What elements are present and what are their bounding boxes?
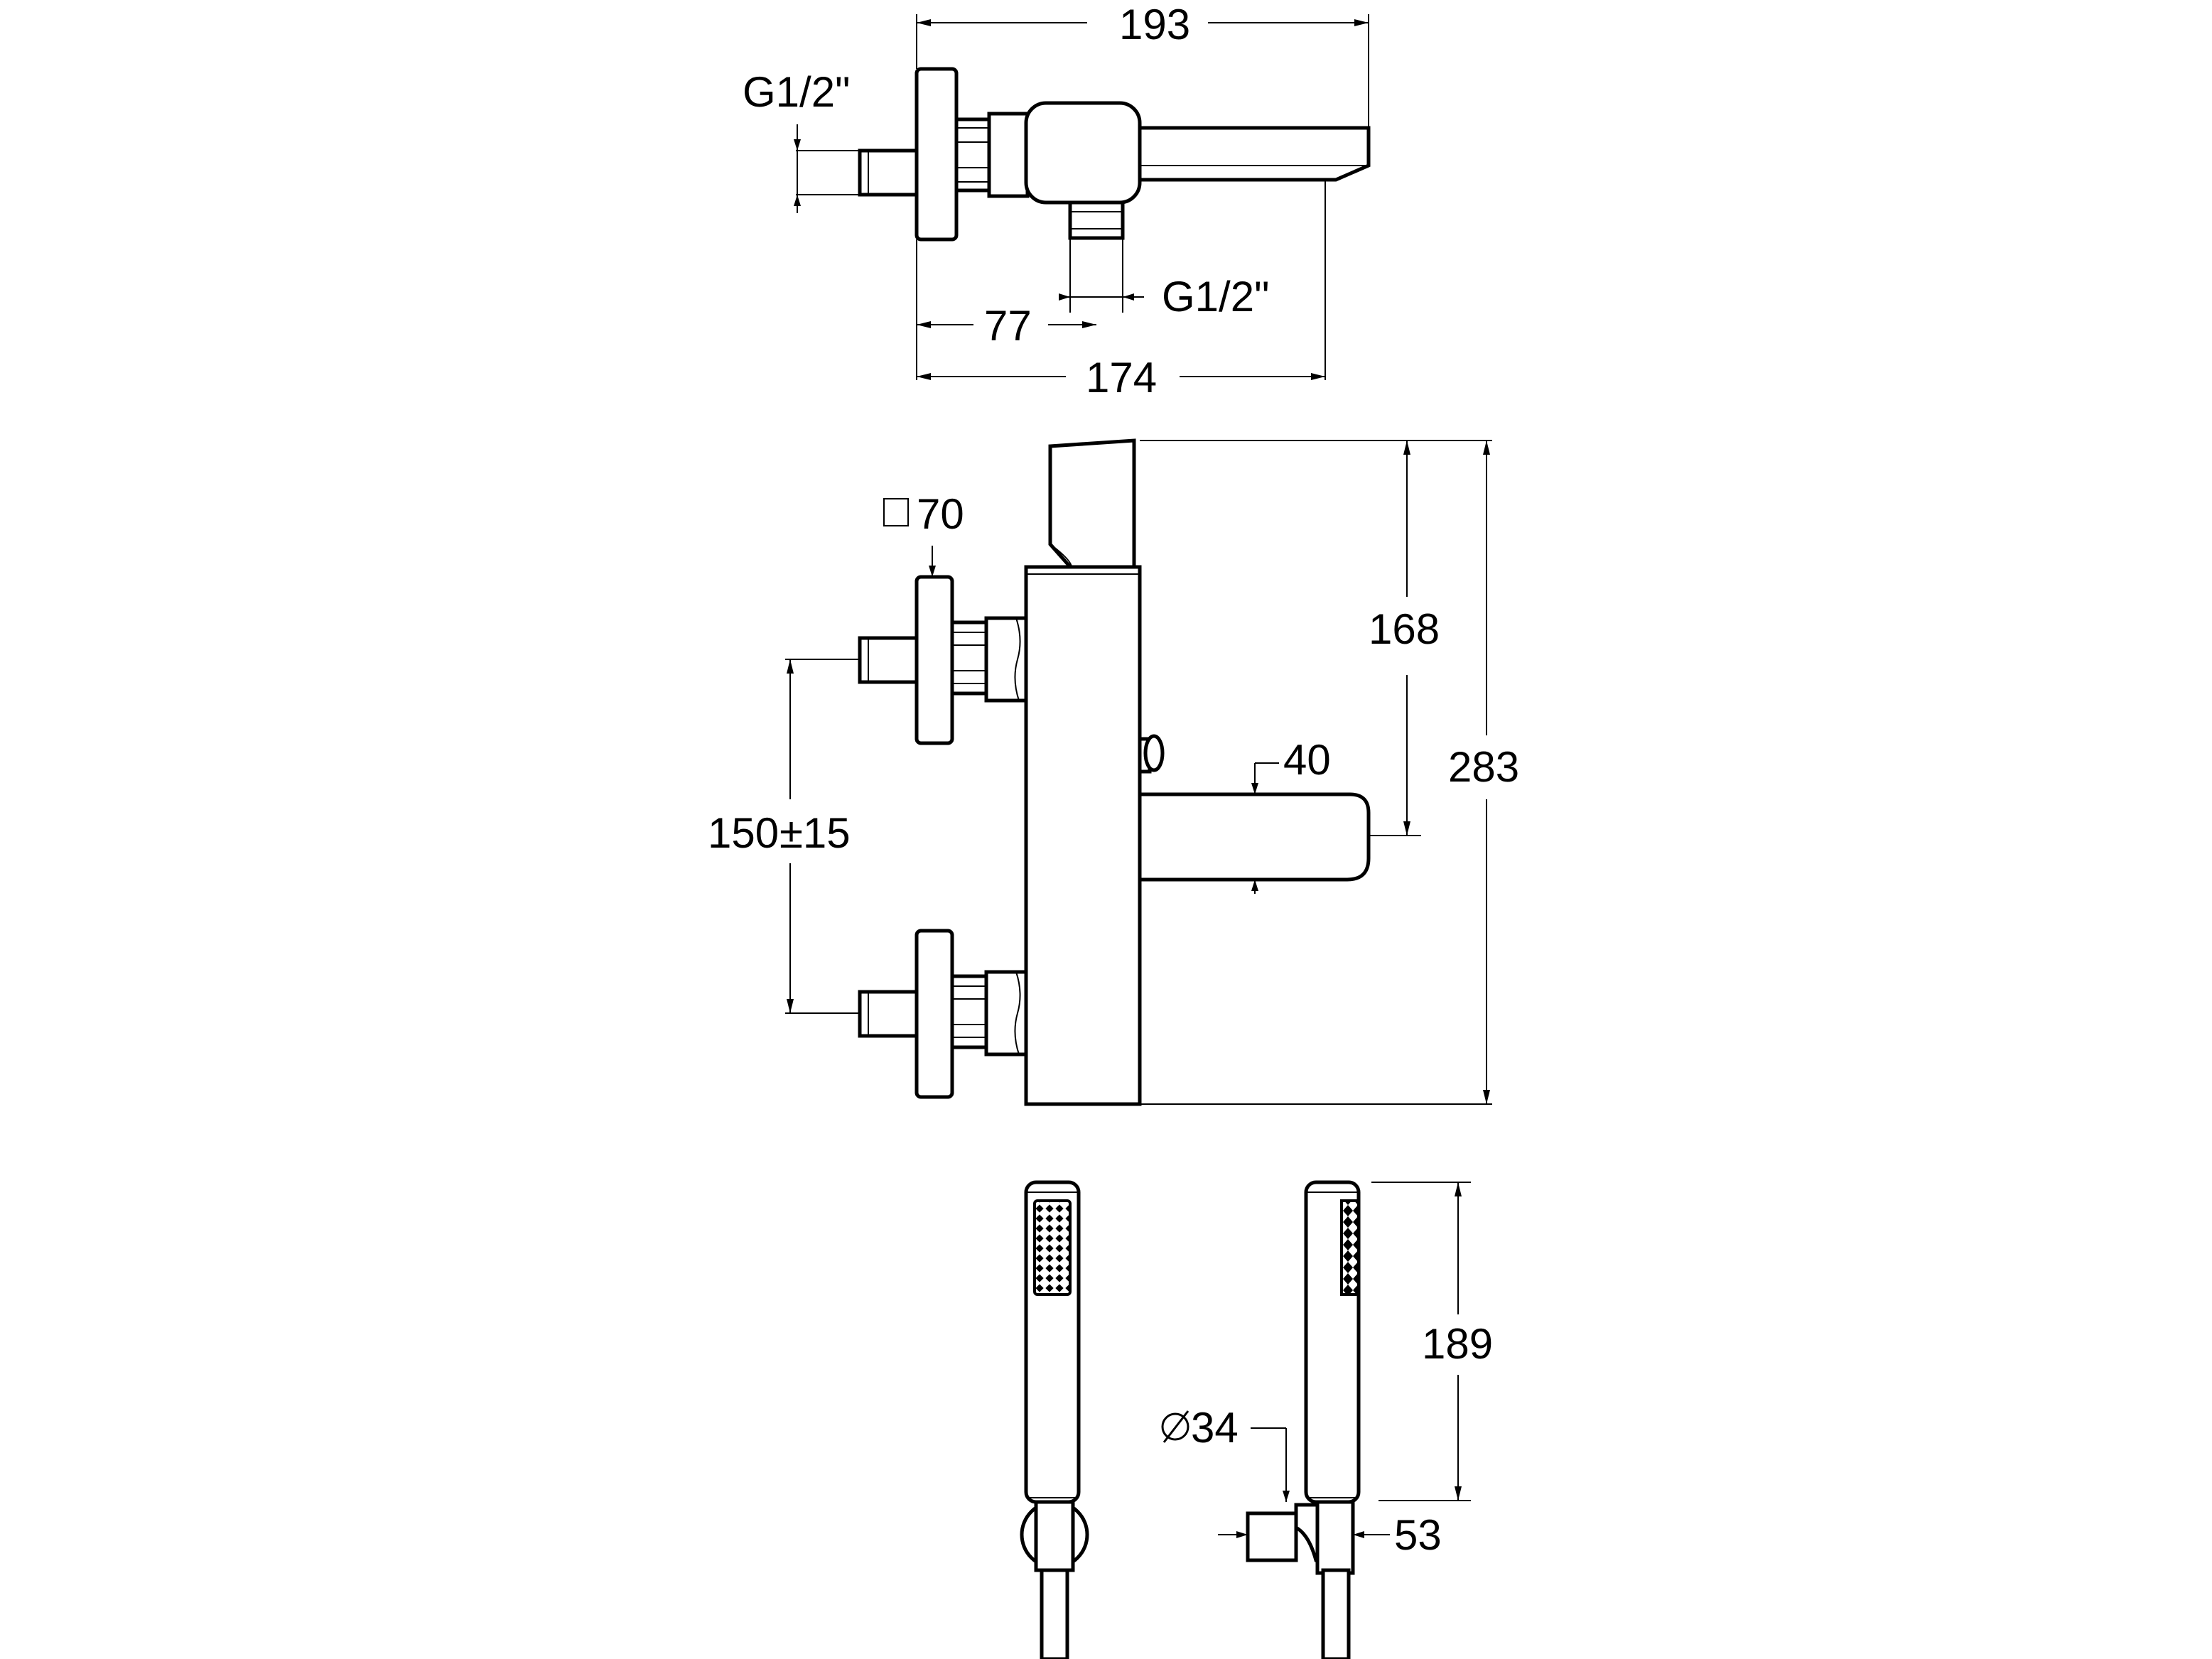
- front-mixer-body: [1024, 565, 1142, 1106]
- top-inlet-pipe: [858, 148, 919, 197]
- top-spout: [1138, 126, 1371, 182]
- dim-top-thread-inlet: G1/2": [743, 68, 850, 116]
- handshower-front-hose: [1040, 1568, 1069, 1659]
- handshower-wall-holder: [1246, 1511, 1298, 1562]
- dim-holder-depth: 53: [1394, 1511, 1442, 1559]
- handshower-spray-face: [1033, 1199, 1072, 1296]
- handshower-side-hose: [1321, 1568, 1351, 1659]
- dim-center-distance: 150: [708, 809, 779, 857]
- dim-flange-square: 70: [917, 490, 964, 538]
- dim-handshower-length: 189: [1422, 1320, 1493, 1368]
- dim-total-height: 283: [1448, 743, 1519, 791]
- front-spout: [1138, 792, 1371, 882]
- dim-top-offset: 77: [984, 302, 1032, 350]
- dim-top-thread-outlet: G1/2": [1162, 273, 1269, 320]
- dim-center-tolerance: ±15: [779, 809, 851, 857]
- top-mixer-body: [1024, 101, 1142, 205]
- front-lower-flange: [915, 929, 954, 1099]
- front-lever-handle: [1048, 438, 1136, 571]
- handshower-front-view: [1020, 1180, 1089, 1659]
- handshower-side-view: 189 34 53: [1161, 1180, 1493, 1659]
- dim-spout-height: 168: [1369, 605, 1440, 653]
- top-view: 193 G1/2" G1/2" 77 174: [743, 1, 1371, 401]
- diameter-symbol: [1161, 1412, 1189, 1441]
- dim-spout-thickness: 40: [1283, 736, 1331, 784]
- front-upper-flange: [915, 575, 954, 745]
- dim-top-depth: 174: [1086, 354, 1157, 401]
- top-outlet-fitting: [1068, 200, 1125, 240]
- handshower-nozzle-strip: [1340, 1199, 1360, 1296]
- front-view: 70 150 ±15 40 168 283: [708, 438, 1519, 1106]
- dim-top-width-total: 193: [1119, 1, 1190, 48]
- top-wall-flange: [915, 67, 959, 242]
- top-nut: [954, 117, 991, 193]
- square-symbol: [883, 498, 909, 526]
- dim-handshower-diameter: 34: [1191, 1404, 1239, 1452]
